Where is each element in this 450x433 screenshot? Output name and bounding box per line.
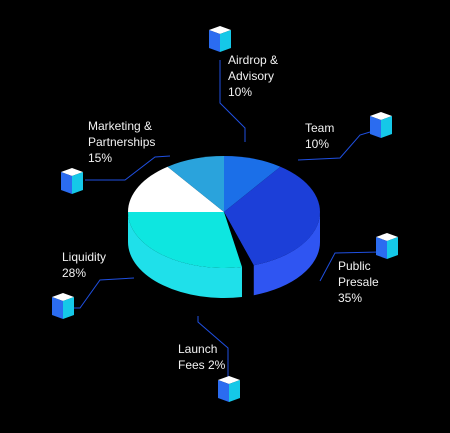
leader-airdrop (219, 60, 246, 142)
leader-launch (197, 316, 229, 386)
slice-team (224, 156, 281, 212)
cube-icon-launch (218, 376, 240, 402)
slice-side-liquidity (128, 212, 242, 298)
cube-icon-liquidity (52, 293, 74, 319)
slice-airdrop-advisory (167, 156, 224, 212)
slice-public-presale (224, 166, 320, 266)
label-liquidity: Liquidity 28% (62, 250, 107, 280)
leader-liquidity (65, 277, 135, 309)
label-launch-fees: Launch Fees 2% (178, 342, 226, 372)
pie-sides (128, 212, 320, 298)
leader-team (297, 131, 371, 161)
leader-marketing (85, 155, 171, 181)
cube-icon-airdrop (209, 26, 231, 52)
cube-icon-team (370, 112, 392, 138)
cube-icon-presale (376, 233, 398, 259)
label-team: Team 10% (305, 121, 335, 151)
leader-presale (319, 251, 381, 282)
slice-side-launch-fees (241, 265, 254, 298)
slice-liquidity (128, 212, 242, 268)
label-public-presale: Public Presale 35% (338, 259, 379, 305)
cube-icon-marketing (61, 168, 83, 194)
label-marketing-partnerships: Marketing & Partnerships 15% (88, 119, 156, 165)
slice-side-public-presale (253, 212, 320, 296)
slice-launch-fees (224, 212, 254, 268)
cube-icons (52, 26, 398, 402)
label-airdrop-advisory: Airdrop & Advisory 10% (228, 53, 279, 99)
leader-lines (65, 60, 381, 386)
slice-marketing-partnerships (128, 166, 224, 212)
pie-slices (128, 156, 320, 268)
